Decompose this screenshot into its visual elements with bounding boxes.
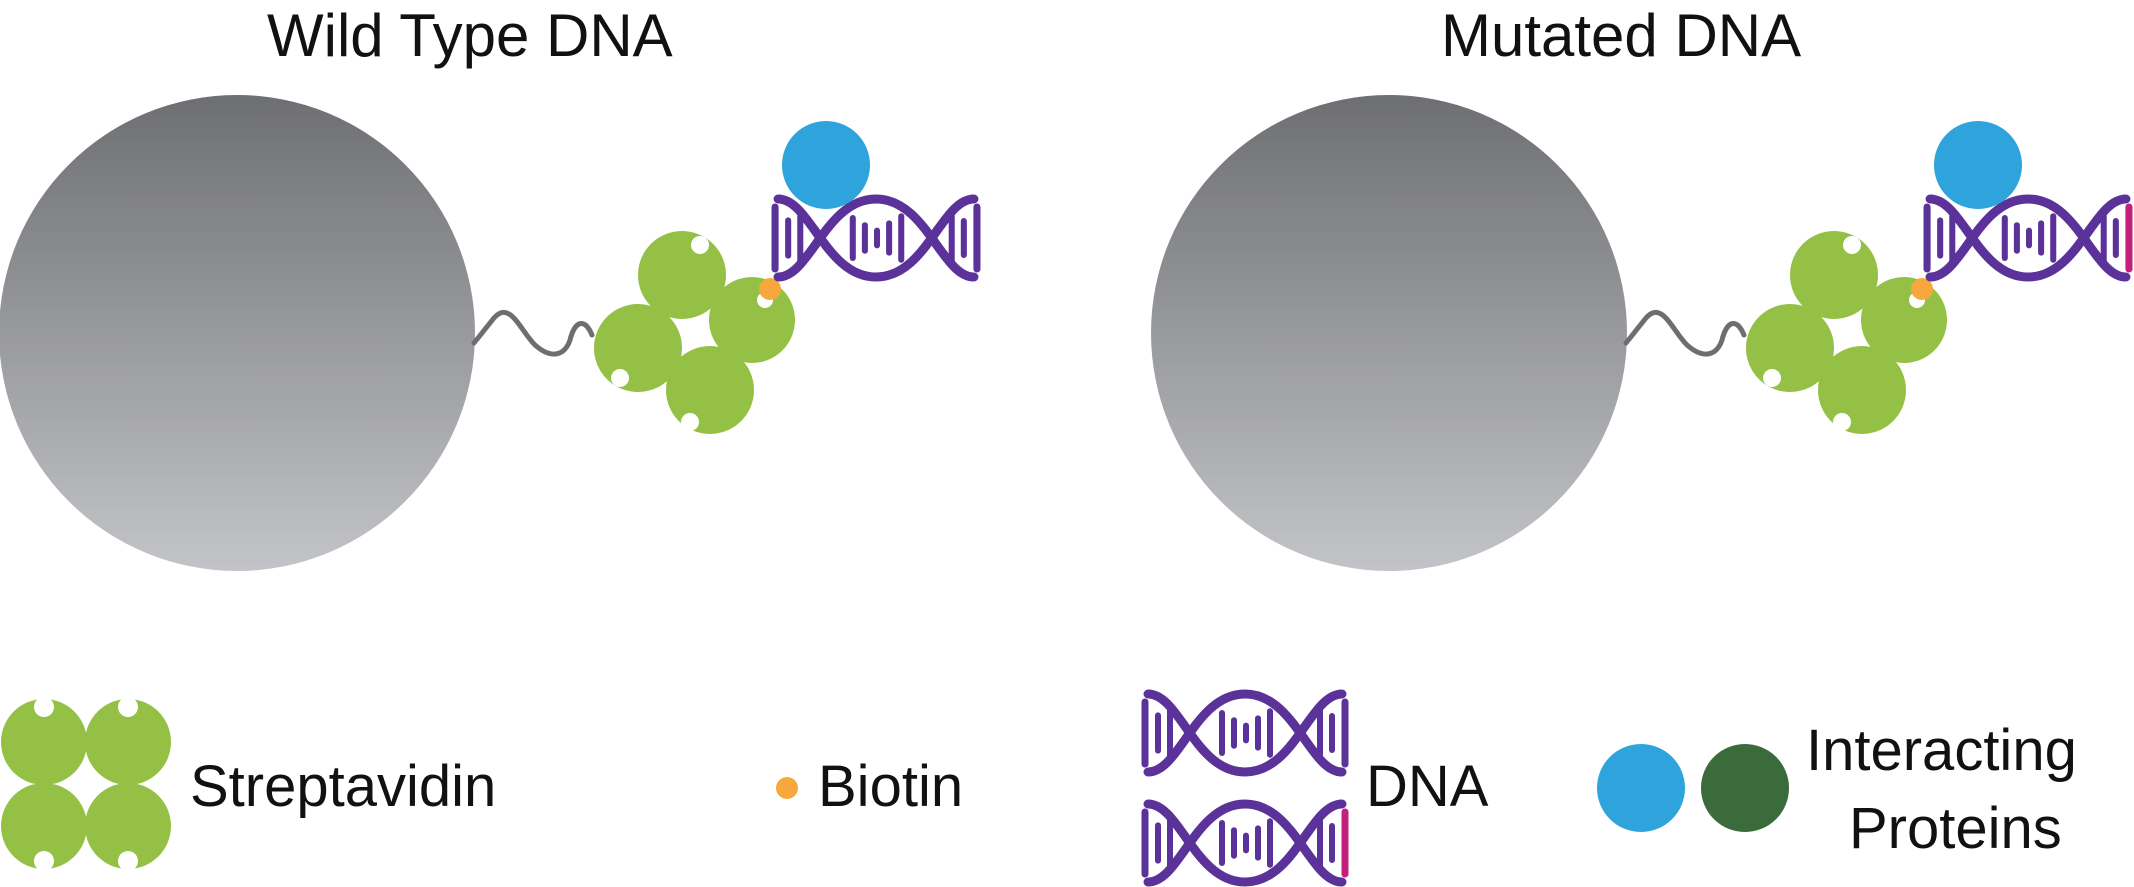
legend-streptavidin-subunit <box>85 783 171 871</box>
wild-type-protein-blue <box>782 121 870 209</box>
wild-type-bead <box>0 95 475 571</box>
legend-streptavidin-subunit <box>85 697 171 785</box>
legend-proteins-label-line1: Interacting <box>1806 718 2077 783</box>
legend-protein-blue-icon <box>1597 744 1685 832</box>
legend-mutated-dna-icon <box>1141 799 1349 887</box>
mutated-biotin <box>1911 278 1933 300</box>
wild-type-streptavidin <box>594 231 795 434</box>
wild-type-panel <box>0 95 981 571</box>
legend-dna-label: DNA <box>1366 754 1489 819</box>
mutated-dna <box>1923 194 2133 282</box>
wild-type-biotin <box>759 278 781 300</box>
legend-biotin-label: Biotin <box>818 754 964 819</box>
legend-streptavidin-icon <box>1 697 171 871</box>
legend-streptavidin-subunit <box>1 697 87 785</box>
mutated-title: Mutated DNA <box>1441 2 1802 69</box>
mutated-streptavidin-subunit <box>1746 304 1834 392</box>
legend-proteins-label-line2: Proteins <box>1849 796 2062 861</box>
mutated-streptavidin-subunit <box>1818 346 1906 434</box>
legend-streptavidin-subunit <box>1 783 87 871</box>
legend-biotin-icon <box>776 777 798 799</box>
legend-dna-icon <box>1141 689 1349 777</box>
wild-type-streptavidin-subunit <box>638 231 726 319</box>
wild-type-streptavidin-subunit <box>594 304 682 392</box>
legend-streptavidin-label: Streptavidin <box>190 754 497 819</box>
legend-protein-green-icon <box>1701 744 1789 832</box>
mutated-streptavidin-subunit <box>1790 231 1878 319</box>
mutated-bead <box>1151 95 1627 571</box>
wild-type-streptavidin-subunit <box>666 346 754 434</box>
mutated-linker <box>1623 310 1747 357</box>
wild-type-title: Wild Type DNA <box>267 2 673 69</box>
mutated-protein-blue <box>1934 121 2022 209</box>
mutated-panel <box>1151 95 2133 571</box>
wild-type-dna <box>771 194 981 282</box>
wild-type-linker <box>471 310 595 357</box>
